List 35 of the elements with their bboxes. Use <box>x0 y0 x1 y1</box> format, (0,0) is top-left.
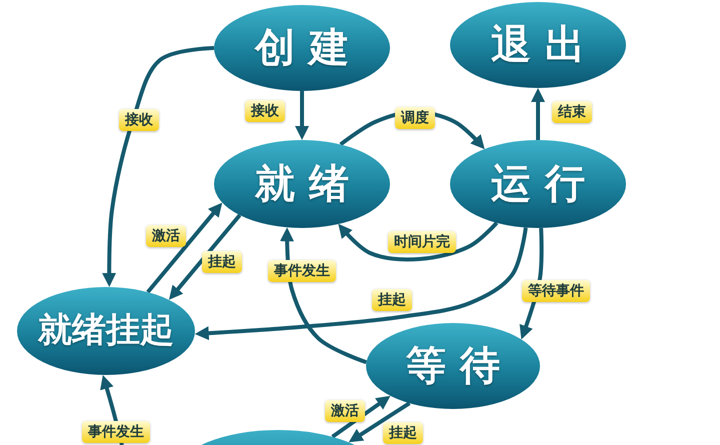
edge-label: 激活 <box>325 400 365 422</box>
edge-label: 等待事件 <box>522 280 590 302</box>
arrow <box>280 227 367 364</box>
arrow <box>331 396 390 438</box>
state-ellipse <box>17 287 195 375</box>
edge-label: 事件发生 <box>82 420 150 444</box>
edge-label: 调度 <box>395 106 435 130</box>
edge-label: 激活 <box>146 224 186 248</box>
edge-label: 接收 <box>119 108 159 132</box>
edge-label: 挂起 <box>372 288 412 312</box>
state-ellipse <box>450 140 626 228</box>
edge-label: 结束 <box>552 100 592 124</box>
state-ellipse <box>366 323 540 409</box>
state-name: 就绪 <box>254 162 363 206</box>
edge-label: 挂起 <box>202 250 242 274</box>
state-name: 等待 <box>405 344 514 388</box>
state-name: 退出 <box>490 23 599 67</box>
edge-label: 时间片完 <box>388 230 456 254</box>
state-ellipse <box>450 2 626 88</box>
arrow <box>348 402 411 442</box>
arrow <box>194 227 528 340</box>
edge-label: 接收 <box>245 100 285 122</box>
arrow <box>146 202 222 294</box>
edge-label: 挂起 <box>383 422 423 444</box>
state-name: 就绪挂起 <box>38 312 174 350</box>
arrow <box>531 88 545 140</box>
state-name: 运行 <box>490 162 599 206</box>
arrow <box>338 222 498 262</box>
state-ellipse <box>214 140 390 228</box>
arrow <box>295 91 309 140</box>
edge-label: 事件发生 <box>268 260 336 282</box>
arrow <box>102 46 214 288</box>
state-name: 创建 <box>253 26 363 70</box>
state-ellipse <box>214 5 390 91</box>
arrow <box>168 214 242 300</box>
